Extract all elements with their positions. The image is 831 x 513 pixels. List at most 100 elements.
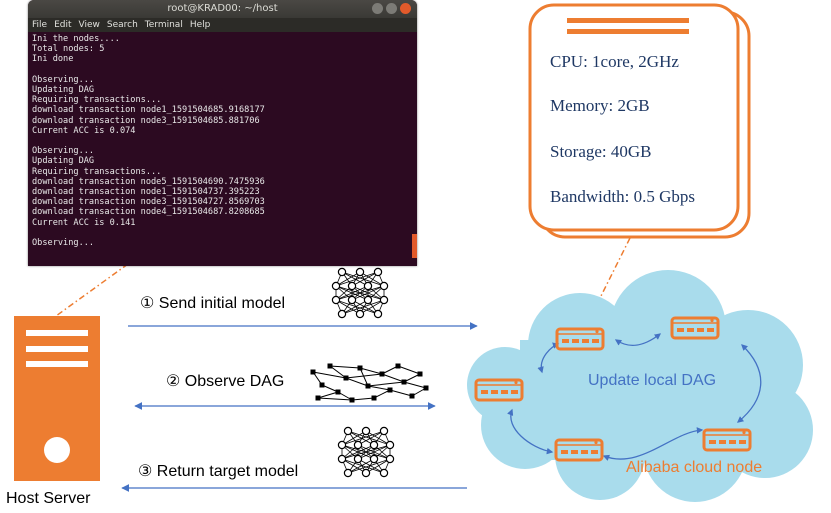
nn-edge (357, 430, 385, 446)
terminal-line: download transaction node3_1591504685.88… (32, 115, 260, 126)
dag-node (349, 397, 355, 403)
nn-node (379, 468, 389, 478)
spec-memory: Memory: 2GB (550, 96, 650, 115)
nn-edge (335, 271, 379, 287)
nn-node (343, 468, 353, 478)
nn-edge (357, 444, 391, 460)
terminal-line: Requiring transactions... (32, 95, 162, 106)
dag-edge (345, 373, 383, 379)
close-button[interactable] (400, 3, 411, 14)
nn-node (379, 295, 389, 305)
nn-edge (351, 285, 385, 301)
dag-node (423, 385, 429, 391)
menu-edit[interactable]: Edit (54, 20, 72, 30)
nn-edge (351, 271, 379, 287)
nn-edge (341, 430, 367, 446)
nn-node (347, 295, 357, 305)
nn-edge (335, 299, 361, 315)
nn-edge (347, 430, 375, 446)
dag-node (343, 375, 349, 381)
nn-node (353, 440, 363, 450)
terminal-line: Requiring transactions... (32, 166, 162, 177)
dag-node (315, 395, 321, 401)
cloud-links (507, 333, 762, 461)
dag-edge (397, 365, 421, 375)
dag-node (371, 395, 377, 401)
terminal-line: download transaction node1_1591504685.91… (32, 105, 265, 116)
terminal-scrollbar[interactable] (412, 234, 417, 258)
dag-edge (367, 385, 391, 391)
step-send-label: ① Send initial model (140, 295, 286, 312)
terminal-menubar: File Edit View Search Terminal Help (28, 18, 417, 32)
terminal-titlebar: root@KRAD00: ~/host (28, 0, 417, 18)
dag-edge (312, 371, 347, 379)
dag-node (387, 387, 393, 393)
terminal-line (32, 228, 413, 238)
neural-network-icon (331, 267, 389, 319)
dag-edge (403, 381, 427, 389)
terminal-line: Ini done (32, 54, 74, 65)
nn-edge (347, 430, 391, 446)
dag-edge (359, 367, 383, 375)
nn-node (361, 426, 371, 436)
spec-bandwidth: Bandwidth: 0.5 Gbps (550, 187, 695, 206)
nn-edge (341, 271, 385, 287)
nn-edge (341, 444, 391, 460)
nn-node (337, 267, 347, 277)
menu-help[interactable]: Help (189, 20, 211, 30)
dag-edge (317, 391, 339, 399)
minimize-button[interactable] (372, 3, 383, 14)
dag-node (401, 379, 407, 385)
menu-search[interactable]: Search (106, 20, 138, 30)
menu-terminal[interactable]: Terminal (144, 20, 183, 30)
neural-network-icon (337, 426, 395, 478)
nn-edge (351, 299, 379, 315)
terminal-connector (55, 263, 129, 317)
nn-edge (341, 430, 385, 446)
dag-node (365, 383, 371, 389)
window-controls (372, 3, 411, 14)
dag-node (395, 363, 401, 369)
terminal-line: Updating DAG (32, 156, 95, 167)
nn-node (331, 281, 341, 291)
nn-node (353, 454, 363, 464)
terminal-line: Updating DAG (32, 85, 95, 96)
terminal-line: download transaction node3_1591504727.85… (32, 197, 265, 208)
terminal-line: Ini the nodes.... (32, 34, 120, 44)
step-observe-label: ② Observe DAG (166, 373, 285, 390)
dag-edge (381, 373, 405, 383)
terminal-window: root@KRAD00: ~/host File Edit View Search Te… (28, 0, 417, 266)
nn-node (361, 468, 371, 478)
nn-edge (335, 285, 369, 301)
nn-node (337, 454, 347, 464)
dag-edge (373, 389, 391, 399)
spec-cpu: CPU: 1core, 2GHz (550, 52, 679, 71)
nn-node (343, 426, 353, 436)
dag-node (319, 382, 325, 388)
nn-node (385, 454, 395, 464)
maximize-button[interactable] (386, 3, 397, 14)
nn-node (337, 309, 347, 319)
cloud-shape (467, 270, 813, 502)
dag-graph-icon (310, 363, 429, 403)
host-server-label: Host Server (6, 490, 91, 507)
dag-node (310, 369, 316, 375)
spec-card (528, 3, 751, 239)
menu-view[interactable]: View (78, 20, 100, 30)
terminal-line (32, 136, 413, 146)
dag-edge (329, 365, 347, 379)
dag-node (335, 389, 341, 395)
menu-file[interactable]: File (32, 20, 48, 30)
dag-edge (389, 389, 413, 397)
dag-edge (317, 397, 353, 401)
nn-node (373, 309, 383, 319)
dag-edge (359, 367, 369, 387)
dag-edge (329, 365, 361, 369)
nn-edge (341, 444, 375, 460)
host-server-icon (14, 316, 100, 481)
nn-node (385, 440, 395, 450)
terminal-title: root@KRAD00: ~/host (167, 3, 278, 14)
dag-edge (381, 365, 399, 375)
terminal-line: Observing... (32, 238, 95, 249)
